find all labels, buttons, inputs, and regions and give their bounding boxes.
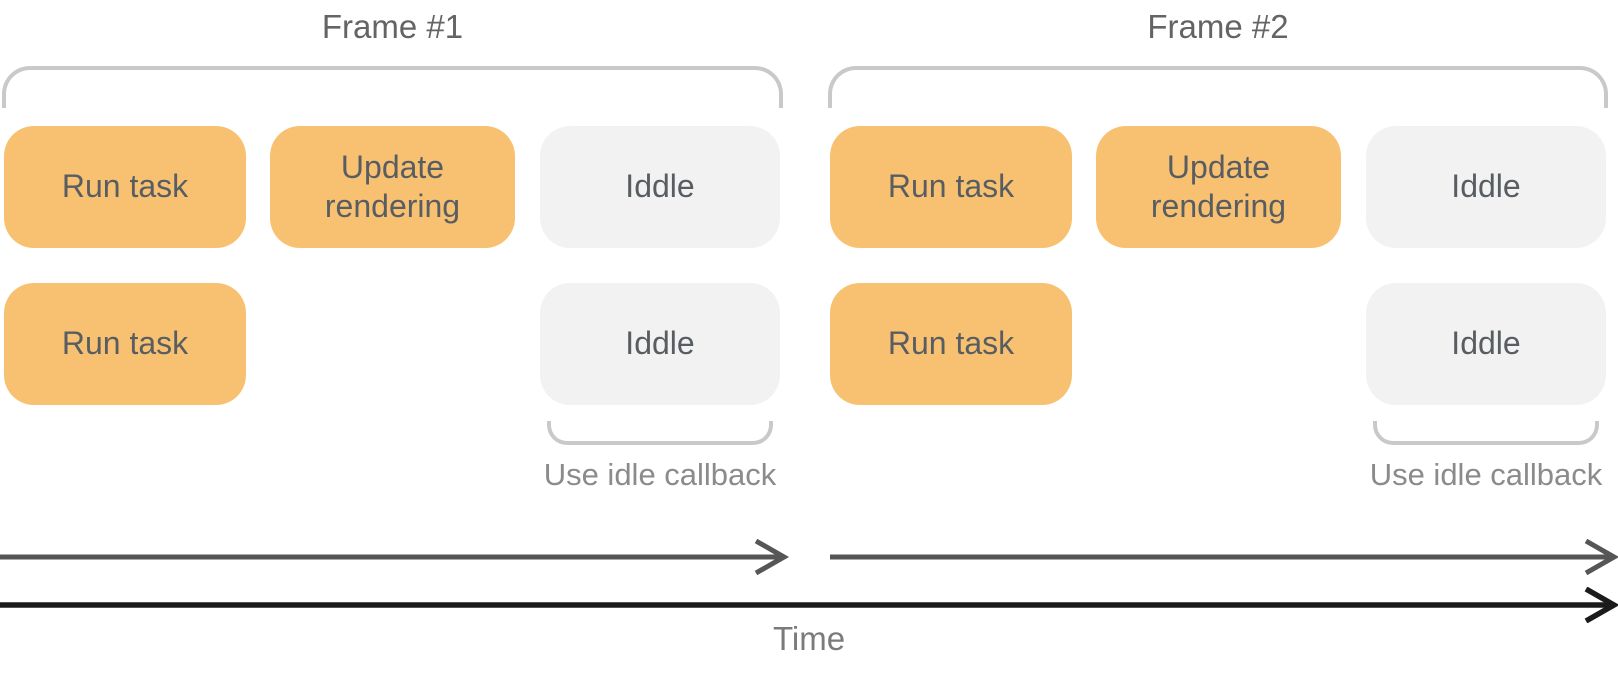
box-label: Run task xyxy=(887,168,1015,205)
frame-1-group: Frame #1 Run task Update rendering Iddle… xyxy=(2,0,783,520)
frame-2-group: Frame #2 Run task Update rendering Iddle… xyxy=(828,0,1608,520)
frame-2-update-rendering-box: Update rendering xyxy=(1096,126,1341,248)
frame-1-arrow xyxy=(0,539,790,575)
box-label: Iddle xyxy=(625,168,695,205)
box-label: Iddle xyxy=(1451,168,1521,205)
frame-2-arrow xyxy=(830,539,1618,575)
frame-1-update-rendering-box: Update rendering xyxy=(270,126,515,248)
time-axis-label: Time xyxy=(772,620,846,657)
frame-2-run-task-box-2: Run task xyxy=(830,283,1072,405)
time-axis-arrow xyxy=(0,587,1618,623)
box-label: Update rendering xyxy=(1150,148,1287,224)
box-label: Run task xyxy=(887,325,1015,362)
frame-2-idle-callback-label: Use idle callback xyxy=(1369,457,1603,492)
frame-1-idle-callback-label: Use idle callback xyxy=(543,457,777,492)
frame-2-span-brace xyxy=(828,66,1608,108)
frame-1-run-task-box-1: Run task xyxy=(4,126,246,248)
frame-2-title: Frame #2 xyxy=(1147,8,1289,45)
frame-1-idle-callback-bracket xyxy=(547,421,773,445)
frame-1-idle-box-2: Iddle xyxy=(540,283,780,405)
frame-2-idle-callback-bracket xyxy=(1373,421,1599,445)
box-label: Iddle xyxy=(625,325,695,362)
box-label: Run task xyxy=(61,168,189,205)
frame-1-idle-box-1: Iddle xyxy=(540,126,780,248)
frame-2-idle-box-2: Iddle xyxy=(1366,283,1606,405)
frame-1-span-brace xyxy=(2,66,783,108)
box-label: Iddle xyxy=(1451,325,1521,362)
box-label: Run task xyxy=(61,325,189,362)
frame-2-run-task-box-1: Run task xyxy=(830,126,1072,248)
frame-2-idle-box-1: Iddle xyxy=(1366,126,1606,248)
box-label: Update rendering xyxy=(324,148,461,224)
frame-1-run-task-box-2: Run task xyxy=(4,283,246,405)
frame-1-title: Frame #1 xyxy=(321,8,464,45)
